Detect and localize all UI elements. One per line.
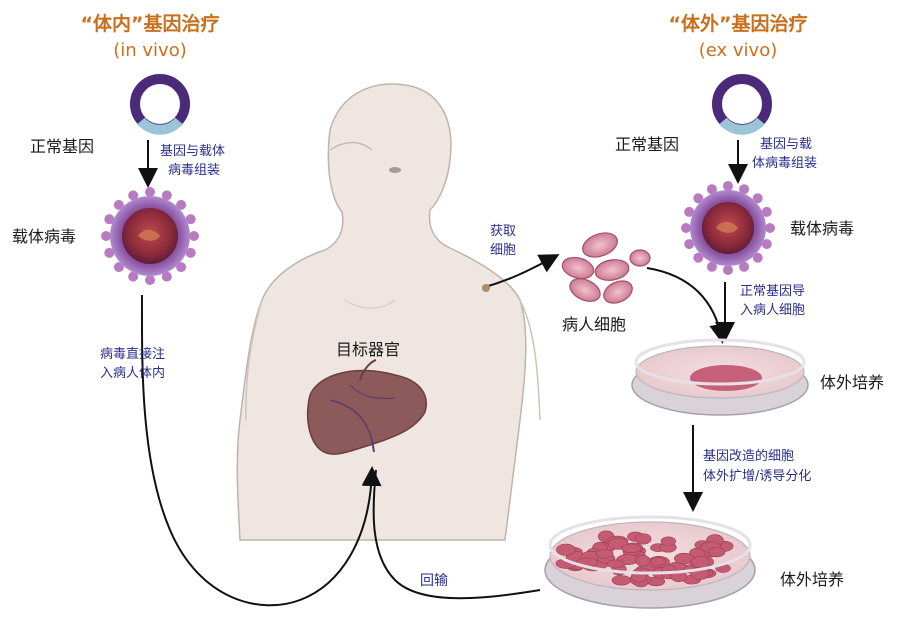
invivo-inject-line2: 入病人体内 — [100, 365, 165, 381]
exvivo-vector-virus-label: 载体病毒 — [790, 219, 854, 238]
plasmid-icon — [135, 79, 185, 130]
invivo-inject-line1: 病毒直接注 — [100, 346, 165, 362]
exvivo-subtitle: (ex vivo) — [699, 40, 778, 61]
plasmid-icon-exvivo — [717, 79, 767, 130]
target-organ-label: 目标器官 — [336, 340, 400, 359]
cultured-cell — [635, 534, 651, 545]
cultured-cell — [556, 544, 575, 555]
virus-spike — [723, 181, 733, 191]
exvivo-modified-line2: 体外扩增/诱导分化 — [703, 469, 811, 484]
virus-spike — [145, 187, 155, 197]
exvivo-culture1-label: 体外培养 — [820, 373, 884, 392]
virus-spike — [765, 223, 775, 233]
cultured-cell — [661, 537, 676, 546]
invivo-vector-virus-label: 载体病毒 — [12, 227, 76, 246]
cultured-cell — [651, 557, 666, 565]
culture-dish-1 — [632, 340, 808, 415]
harvest-line1: 获取 — [490, 224, 516, 239]
cultured-cell — [636, 555, 650, 566]
virus-spike — [101, 231, 111, 241]
cultured-cell — [692, 556, 710, 568]
culture-dish-2 — [545, 517, 755, 608]
patient-cells-icon — [560, 229, 650, 308]
exvivo-title: “体外”基因治疗 — [669, 12, 808, 35]
exvivo-modified-line1: 基因改造的细胞 — [703, 448, 794, 464]
harvest-site-dot — [482, 284, 490, 292]
human-figure — [237, 84, 540, 540]
exvivo-assembly-line2: 体病毒组装 — [752, 156, 817, 171]
cultured-cell — [612, 575, 631, 585]
virus-icon — [101, 187, 199, 285]
exvivo-culture2-label: 体外培养 — [780, 570, 844, 589]
virus-spike — [145, 275, 155, 285]
exvivo-transfer-line2: 入病人细胞 — [740, 303, 805, 318]
patient-cells-label: 病人细胞 — [562, 315, 626, 334]
invivo-normal-gene-label: 正常基因 — [30, 137, 94, 156]
virus-spike — [189, 231, 199, 241]
reinfuse-label: 回输 — [420, 573, 448, 589]
invivo-title: “体内”基因治疗 — [81, 12, 220, 35]
exvivo-normal-gene-label: 正常基因 — [615, 135, 679, 154]
cultured-cell — [607, 560, 624, 568]
cultured-cell — [708, 547, 725, 556]
invivo-assembly-line2: 病毒组装 — [168, 163, 220, 178]
virus-spike — [681, 223, 691, 233]
exvivo-transfer-line1: 正常基因导 — [740, 284, 805, 299]
cultured-cell — [622, 544, 641, 553]
virus-icon-exvivo — [681, 181, 775, 275]
cultured-cell — [596, 549, 613, 558]
exvivo-assembly-line1: 基因与载 — [760, 137, 812, 152]
virus-spike — [723, 265, 733, 275]
invivo-assembly-line1: 基因与载体 — [160, 144, 225, 159]
arrow-cells-to-dish — [647, 268, 722, 340]
invivo-subtitle: (in vivo) — [113, 40, 187, 61]
harvest-line2: 细胞 — [490, 243, 516, 258]
